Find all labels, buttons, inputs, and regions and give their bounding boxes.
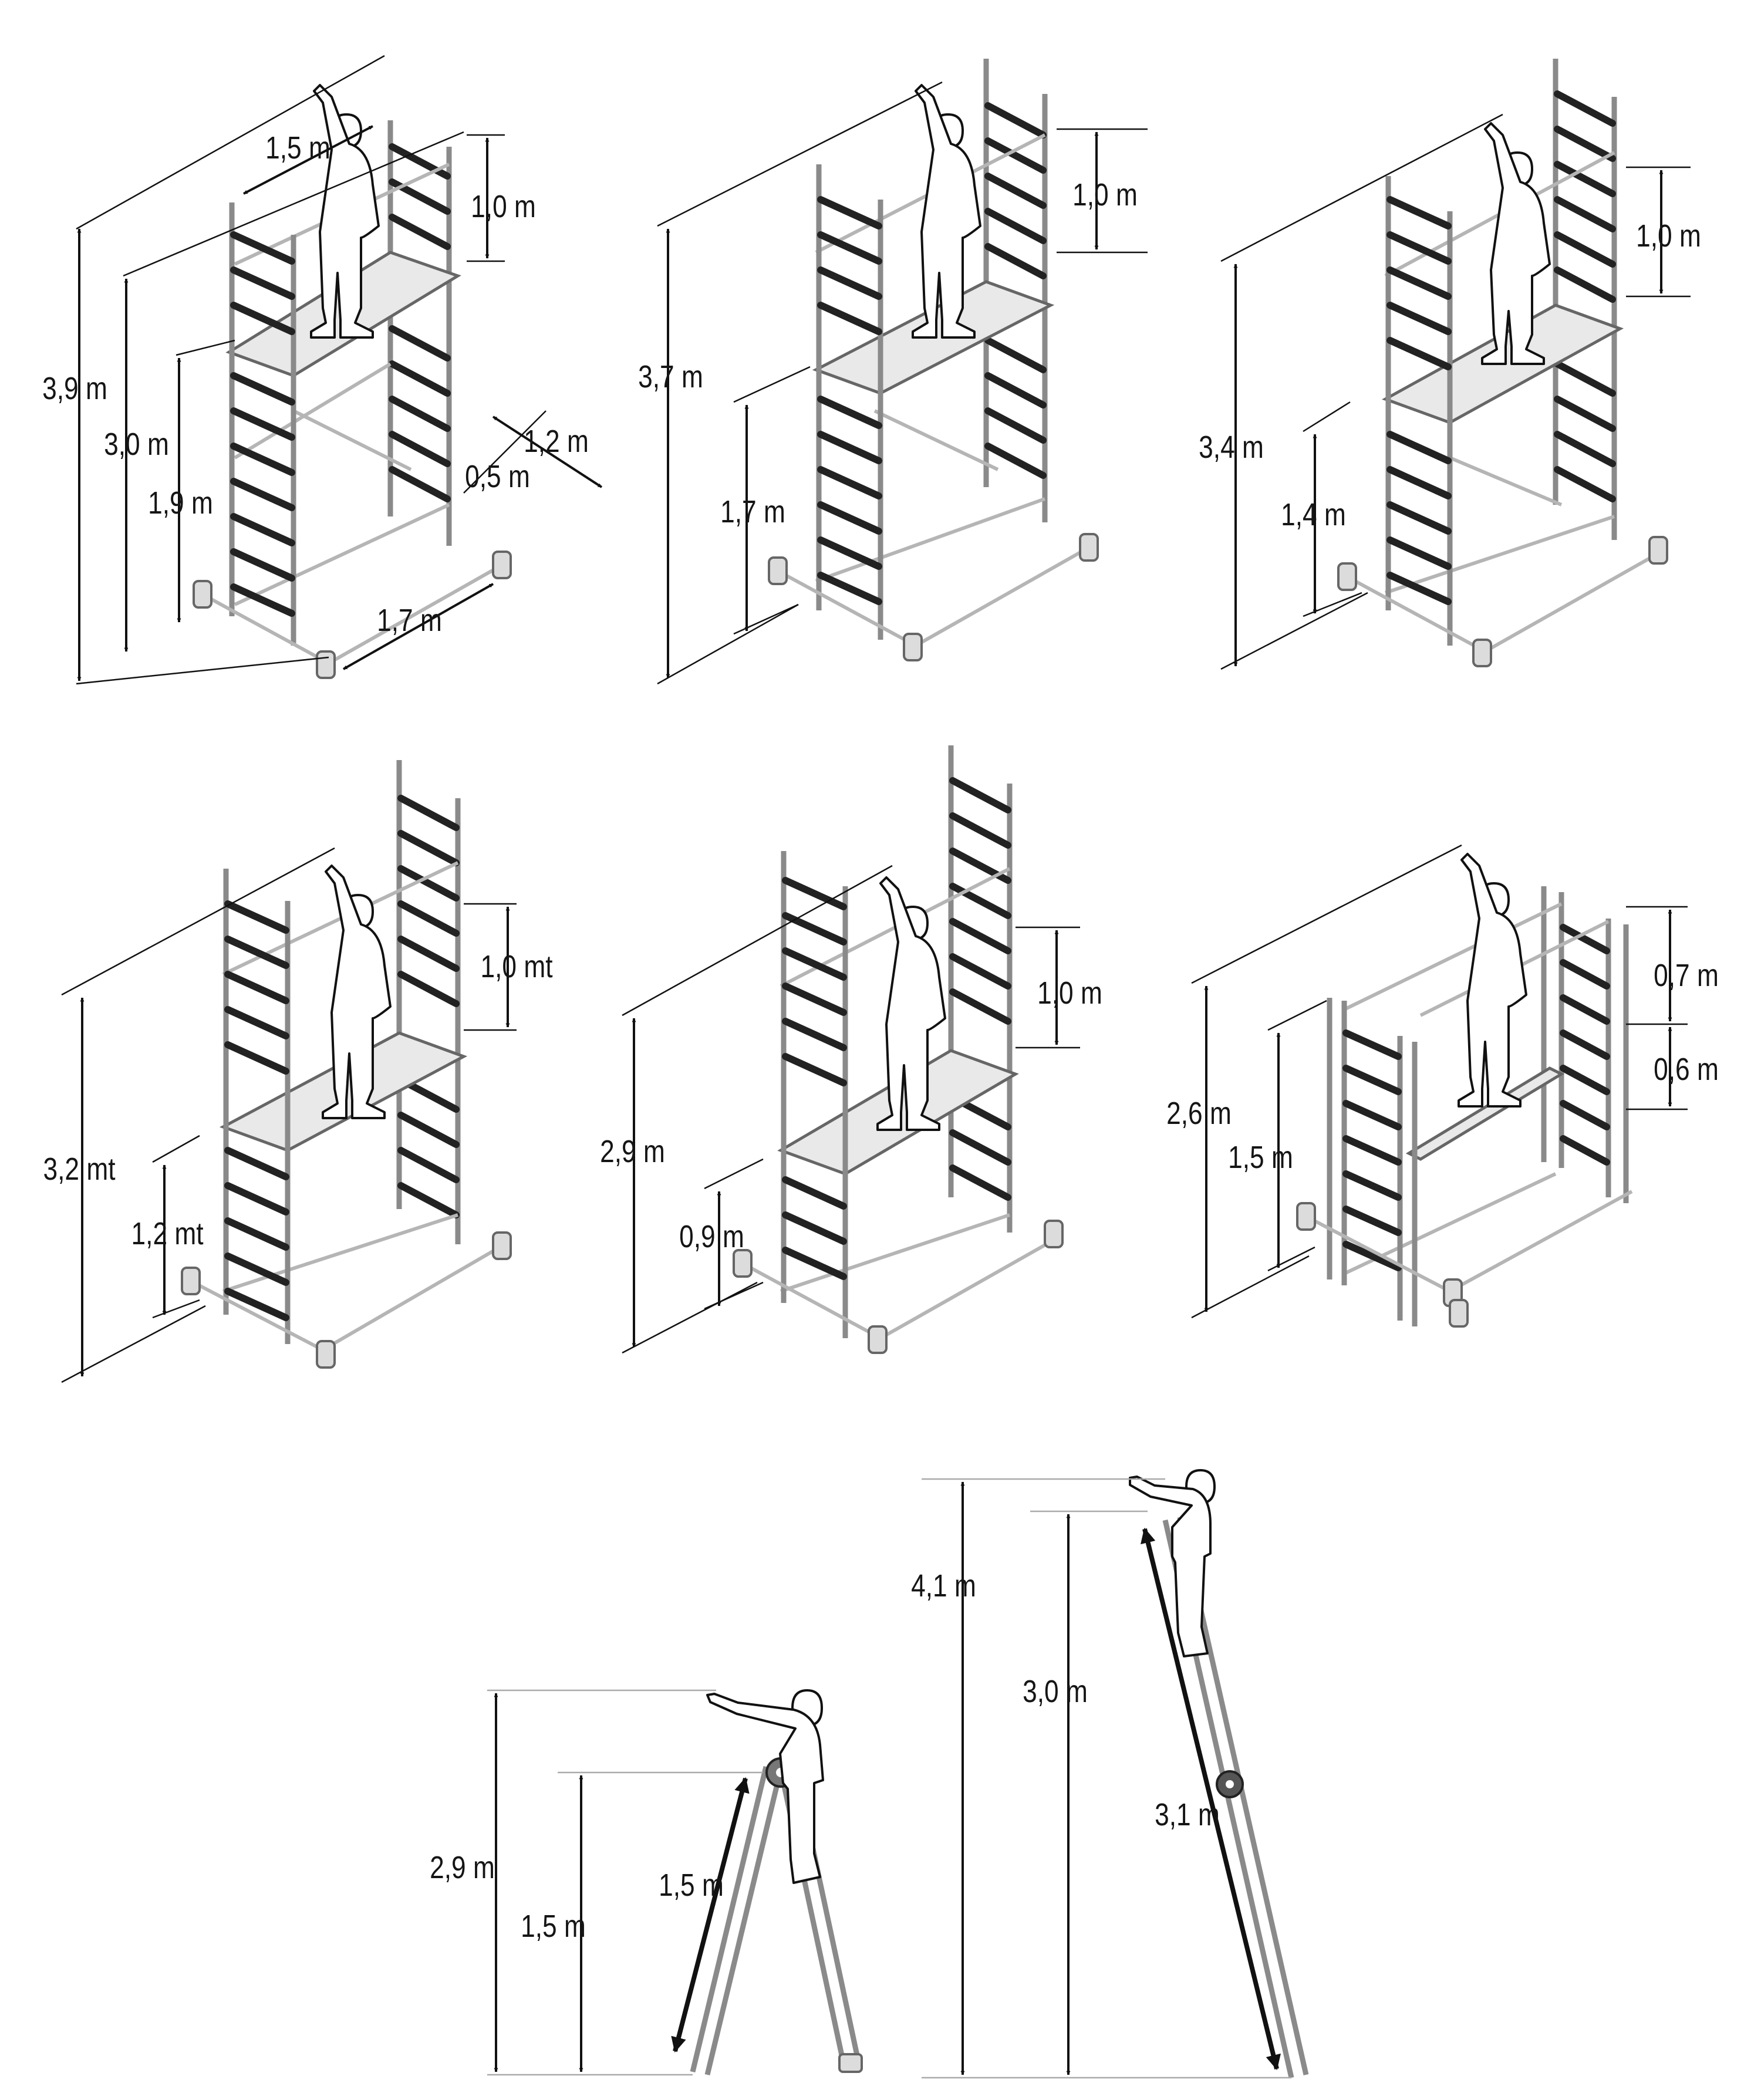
tower-6-dimensions: 2,6 m 1,5 m 0,7 m 0,6 m: [1166, 844, 1719, 1319]
tower-6-person-icon: [1458, 853, 1527, 1108]
tower-6-platform-height-label: 1,5 m: [1228, 1140, 1293, 1175]
tower-3-person-icon: [1481, 122, 1551, 365]
tower-1-base-length-label: 1,7 m: [377, 603, 442, 638]
tower-5: 2,9 m 0,9 m 1,0 m: [600, 745, 1102, 1354]
tower-4-dimensions: 3,2 mt 1,2 mt 1,0 mt: [43, 847, 553, 1383]
tower-2-total-height-label: 3,7 m: [638, 359, 703, 394]
tower-1-total-height-label: 3,9 m: [42, 371, 107, 406]
stepladder-leg-length-label: 1,5 m: [659, 1868, 724, 1903]
stepladder-person-icon: [706, 1689, 824, 1884]
tower-1-dimensions: 3,9 m 3,0 m 1,9 m 1,0 m 1,5 m 1,2 m 0,5 …: [42, 55, 603, 685]
tower-1-frame: [193, 120, 512, 679]
tower-2-platform-height-label: 1,7 m: [720, 494, 785, 529]
tower-4-platform-height-label: 1,2 mt: [131, 1216, 204, 1251]
tower-5-guard-height-label: 1,0 m: [1037, 975, 1102, 1011]
tower-4-frame: [181, 760, 512, 1369]
tower-4-guard-height-label: 1,0 mt: [481, 949, 553, 984]
tower-4-total-height-label: 3,2 mt: [43, 1152, 116, 1187]
tower-6-upper-guard-label: 0,7 m: [1654, 958, 1719, 993]
tower-2-dimensions: 3,7 m 1,7 m 1,0 m: [638, 81, 1148, 685]
tower-1-platform-width-label: 0,5 m: [465, 459, 530, 494]
tower-1-base-depth-label: 1,2 m: [524, 424, 589, 459]
extension-ladder-standing-height-label: 3,0 m: [1023, 1674, 1088, 1709]
stepladder-dimensions: 2,9 m 1,5 m 1,5 m: [430, 1689, 763, 2076]
tower-3-guard-height-label: 1,0 m: [1636, 218, 1701, 254]
extension-ladder-total-height-label: 4,1 m: [911, 1568, 976, 1603]
tower-2-person-icon: [912, 84, 981, 339]
tower-5-total-height-label: 2,9 m: [600, 1134, 665, 1169]
extension-ladder: 4,1 m 3,0 m 3,1 m: [911, 1469, 1309, 2079]
tower-4: 3,2 mt 1,2 mt 1,0 mt: [43, 760, 553, 1383]
tower-1-reach-height-label: 3,0 m: [104, 427, 169, 462]
tower-3-platform-height-label: 1,4 m: [1281, 497, 1346, 532]
extension-ladder-length-label: 3,1 m: [1155, 1797, 1220, 1832]
tower-6-lower-guard-label: 0,6 m: [1654, 1052, 1719, 1087]
tower-1: 3,9 m 3,0 m 1,9 m 1,0 m 1,5 m 1,2 m 0,5 …: [42, 55, 603, 685]
tower-2: 3,7 m 1,7 m 1,0 m: [638, 59, 1148, 685]
tower-2-guard-height-label: 1,0 m: [1072, 177, 1138, 212]
stepladder-total-height-label: 2,9 m: [430, 1850, 495, 1885]
tower-1-guard-height-label: 1,0 m: [471, 189, 536, 224]
tower-1-platform-length-label: 1,5 m: [265, 130, 330, 166]
tower-5-person-icon: [876, 876, 946, 1131]
tower-6: 2,6 m 1,5 m 0,7 m 0,6 m: [1166, 844, 1719, 1328]
extension-ladder-dimensions: 4,1 m 3,0 m 3,1 m: [911, 1478, 1291, 2079]
tower-1-platform-height-label: 1,9 m: [148, 485, 213, 521]
tower-5-platform-height-label: 0,9 m: [679, 1219, 744, 1254]
tower-6-total-height-label: 2,6 m: [1166, 1096, 1232, 1131]
tower-5-dimensions: 2,9 m 0,9 m 1,0 m: [600, 865, 1102, 1354]
stepladder-frame: [690, 1757, 863, 2076]
stepladder: 2,9 m 1,5 m 1,5 m: [430, 1689, 863, 2076]
tower-3-total-height-label: 3,4 m: [1199, 430, 1264, 465]
stepladder-platform-height-label: 1,5 m: [521, 1909, 586, 1944]
tower-3: 3,4 m 1,4 m 1,0 m: [1199, 59, 1701, 670]
tower-4-person-icon: [322, 865, 392, 1119]
tower-3-dimensions: 3,4 m 1,4 m 1,0 m: [1199, 113, 1701, 670]
extension-ladder-person-icon: [1129, 1469, 1216, 1657]
